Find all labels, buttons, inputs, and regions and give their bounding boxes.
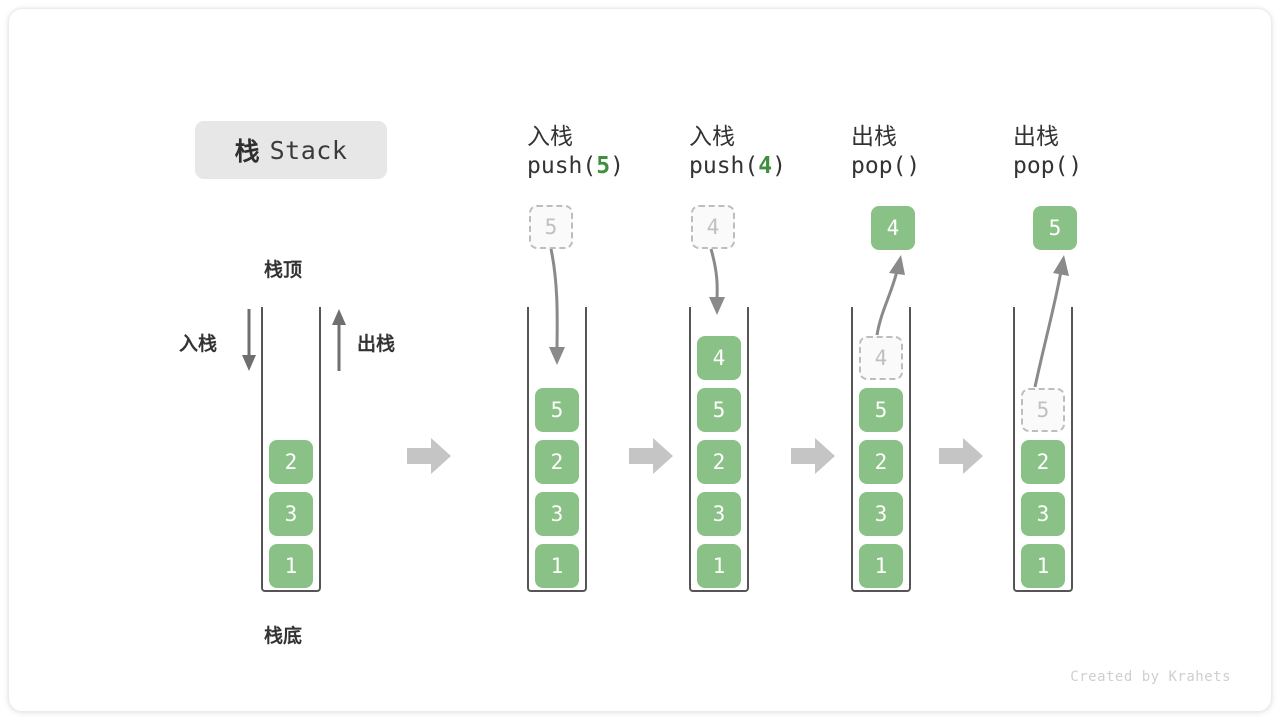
op-label-code-4: pop()	[1013, 153, 1082, 179]
stack-container-3	[851, 307, 911, 592]
title-cn: 栈	[234, 138, 260, 166]
stack-cell: 1	[535, 544, 579, 588]
stack-cell: 1	[269, 544, 313, 588]
pop-direction-arrow	[332, 309, 346, 371]
panel-initial: 栈顶 入栈 出栈 2 3 1 栈底	[179, 249, 429, 659]
label-stack-top: 栈顶	[264, 260, 303, 281]
stack-cell: 4	[697, 336, 741, 380]
stack-cell-ghost: 5	[1021, 388, 1065, 432]
transition-arrow-4	[939, 438, 983, 474]
floating-cell-2: 4	[691, 205, 735, 249]
stack-container-4	[1013, 307, 1073, 592]
stack-cell: 1	[697, 544, 741, 588]
stack-cells-initial: 2 3 1	[261, 307, 321, 592]
stack-cell: 3	[859, 492, 903, 536]
pop-motion-arrow-3	[875, 255, 905, 336]
op-label-cn-1: 入栈	[527, 123, 573, 149]
stack-cell: 2	[269, 440, 313, 484]
transition-arrow-1	[407, 438, 451, 474]
stack-cell: 2	[535, 440, 579, 484]
transition-arrow-3	[791, 438, 835, 474]
stack-cell: 3	[697, 492, 741, 536]
op-code-prefix-1: push(	[527, 153, 597, 179]
stack-cell: 3	[269, 492, 313, 536]
op-label-cn-3: 出栈	[851, 123, 897, 149]
transition-arrow-2	[629, 438, 673, 474]
panel-pop-4: 出栈 pop() 4 4 5 2 3 1	[833, 109, 953, 609]
op-code-suffix-3: )	[906, 153, 921, 179]
floating-cell-3: 4	[871, 206, 915, 250]
stack-container-1	[527, 307, 587, 592]
op-label-cn-4: 出栈	[1013, 123, 1059, 149]
stack-cell: 5	[535, 388, 579, 432]
stack-cell: 2	[697, 440, 741, 484]
stack-cell: 5	[859, 388, 903, 432]
panel-pop-5: 出栈 pop() 5 5 2 3 1	[995, 109, 1115, 609]
op-code-prefix-4: pop(	[1013, 153, 1069, 179]
stack-cell: 1	[859, 544, 903, 588]
op-code-prefix-2: push(	[689, 153, 759, 179]
pop-motion-arrow-4	[1033, 255, 1069, 388]
stack-cell: 1	[1021, 544, 1065, 588]
label-stack-bottom: 栈底	[264, 626, 303, 647]
push-motion-arrow-2	[709, 248, 725, 315]
op-code-suffix-1: )	[610, 153, 624, 179]
stack-cells-4: 5 2 3 1	[1013, 307, 1073, 592]
stack-cells-3: 4 5 2 3 1	[851, 307, 911, 592]
title-en: Stack	[269, 135, 348, 165]
stack-cell-ghost: 4	[859, 336, 903, 380]
stack-cell: 2	[1021, 440, 1065, 484]
push-direction-arrow	[242, 309, 256, 371]
label-push-side: 入栈	[179, 334, 218, 355]
op-code-suffix-2: )	[772, 153, 786, 179]
stack-cell: 5	[697, 388, 741, 432]
push-motion-arrow-1	[549, 248, 565, 365]
op-code-arg-2: 4	[758, 153, 773, 179]
label-pop-side: 出栈	[357, 334, 396, 355]
stack-cell: 3	[535, 492, 579, 536]
footer-credit: Created by Krahets	[1070, 669, 1231, 685]
floating-cell-4: 5	[1033, 206, 1077, 250]
stack-container-2	[689, 307, 749, 592]
op-label-code-3: pop()	[851, 153, 920, 179]
stack-cells-1: 5 2 3 1	[527, 307, 587, 592]
floating-cell-1: 5	[529, 205, 573, 249]
op-code-suffix-4: )	[1068, 153, 1083, 179]
stack-container-initial	[261, 307, 321, 592]
op-code-prefix-3: pop(	[851, 153, 907, 179]
stack-cells-2: 4 5 2 3 1	[689, 307, 749, 592]
op-label-cn-2: 入栈	[689, 123, 735, 149]
op-label-code-1: push(5)	[527, 153, 624, 179]
title-badge: 栈 Stack	[195, 121, 387, 179]
op-label-code-2: push(4)	[689, 153, 786, 179]
stack-cell: 3	[1021, 492, 1065, 536]
stack-cell: 2	[859, 440, 903, 484]
op-code-arg-1: 5	[596, 153, 611, 179]
